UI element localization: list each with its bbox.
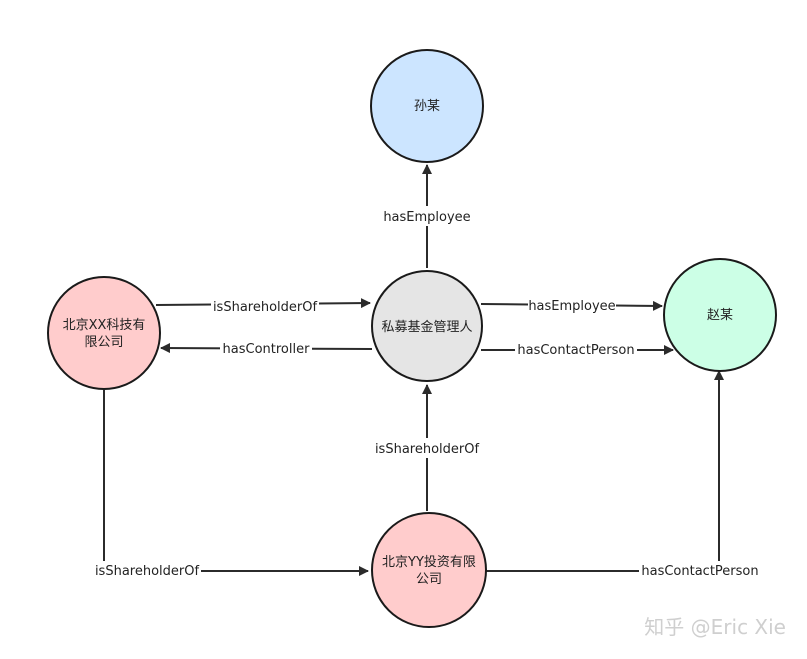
node-circle[interactable] (47, 276, 161, 390)
edge-pef-zhao-contact: hasContactPerson (481, 340, 674, 360)
node-label-line1: 北京YY投资有限 (382, 554, 476, 570)
edge-label-hascontactperson-bjyy: hasContactPerson (641, 564, 758, 579)
node-bjyy[interactable]: 北京YY投资有限 公司 (371, 512, 487, 628)
node-label: 私募基金管理人 (381, 319, 472, 335)
node-sun[interactable]: 孙某 (370, 49, 484, 163)
node-circle[interactable] (371, 270, 483, 382)
node-label: 孙某 (414, 99, 440, 114)
edge-pef-zhao-employee: hasEmployee (480, 296, 663, 316)
edge-bjxx-pef: isShareholderOf (155, 296, 371, 316)
node-label: 赵某 (707, 308, 733, 323)
edge-label-hasemployee-zhao: hasEmployee (528, 299, 615, 314)
node-circle[interactable] (370, 49, 484, 163)
edge-bjyy-zhao: hasContactPerson (486, 370, 761, 581)
edge-bjyy-pef: isShareholderOf (373, 384, 481, 511)
edge-pef-bjxx: hasController (160, 339, 373, 359)
node-label-line2: 限公司 (84, 335, 123, 350)
watermark: 知乎 @Eric Xie (644, 615, 786, 639)
node-zhao[interactable]: 赵某 (663, 258, 777, 372)
node-label-line1: 北京XX科技有 (63, 318, 146, 333)
node-pef[interactable]: 私募基金管理人 (371, 270, 483, 382)
edge-label-hascontactperson-pef: hasContactPerson (517, 343, 634, 358)
edge-label-hascontroller: hasController (223, 342, 311, 357)
edge-line (486, 370, 724, 572)
node-bjxx[interactable]: 北京XX科技有 限公司 (47, 276, 161, 390)
node-circle[interactable] (371, 512, 487, 628)
edge-label-isshareholderof-bjyy: isShareholderOf (375, 442, 480, 457)
edge-pef-sun: hasEmployee (382, 164, 472, 268)
node-label-line2: 公司 (416, 572, 442, 587)
edge-bjxx-bjyy: isShareholderOf (93, 390, 369, 581)
edge-label-isshareholderof-bjxx-bjyy: isShareholderOf (95, 564, 200, 579)
edge-line (103, 390, 369, 576)
edge-label-haseemployee-sun: hasEmployee (383, 210, 470, 225)
node-circle[interactable] (663, 258, 777, 372)
edge-label-isshareholderof-bjxx: isShareholderOf (213, 300, 318, 315)
